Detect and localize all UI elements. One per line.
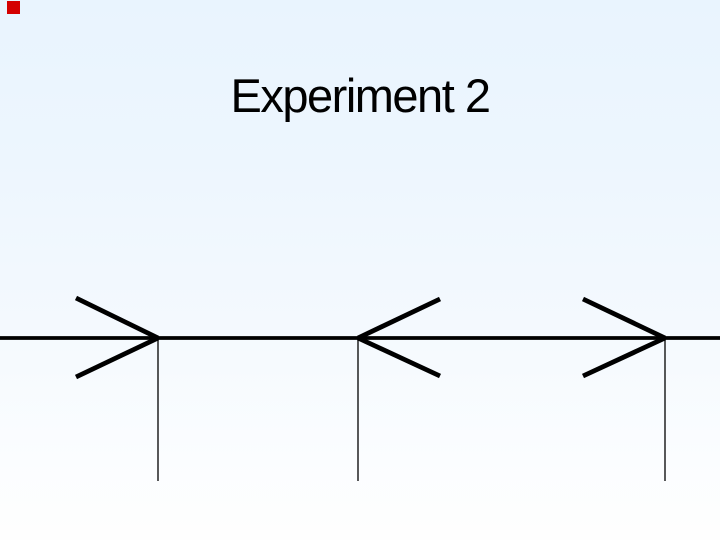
arrow-fin-lower-1 — [74, 335, 160, 380]
arrow-fin-upper-1 — [74, 295, 160, 341]
arrow-fin-upper-3 — [581, 296, 667, 341]
arrow-fin-lower-2 — [356, 335, 442, 379]
red-corner-marker — [7, 1, 20, 14]
arrow-fin-upper-2 — [356, 296, 442, 341]
arrow-fin-lower-3 — [581, 335, 667, 379]
slide-title: Experiment 2 — [230, 69, 491, 122]
